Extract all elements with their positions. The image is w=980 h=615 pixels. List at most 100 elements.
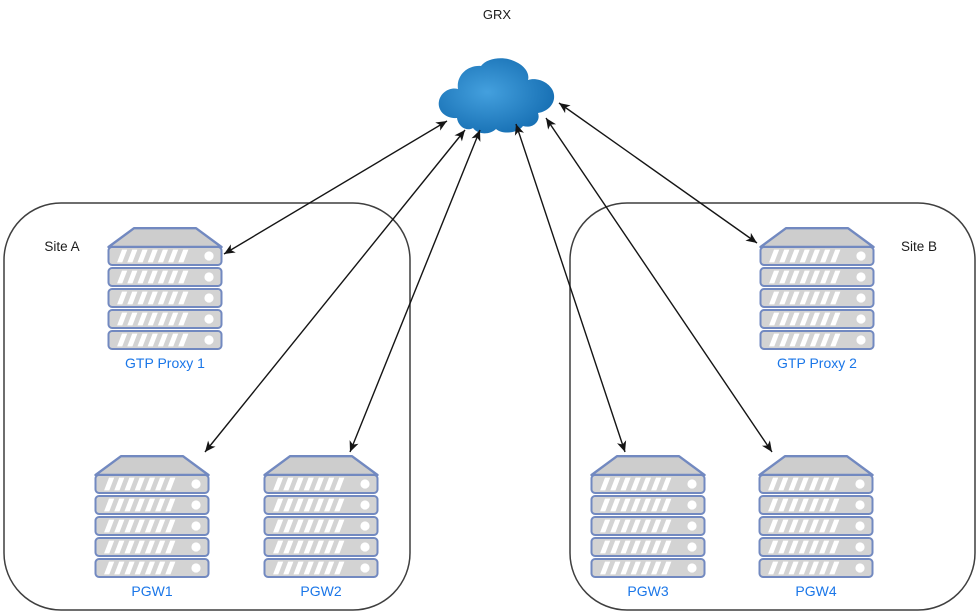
grx-cloud-icon [438,58,555,134]
server-vents [769,333,841,347]
site-b-label: Site B [901,239,937,254]
server-top [759,227,875,249]
server-slat [758,474,874,494]
server-slat [759,288,875,308]
server-label-pgw1: PGW1 [131,583,172,599]
edge-grx-gtp-proxy-2 [558,102,758,244]
server-vents [768,561,840,575]
server-led [855,563,865,573]
server-led [360,563,370,573]
server-slat [590,537,706,557]
server-vents [600,519,672,533]
server-slat [590,495,706,515]
server-led [191,521,201,531]
edge-grx-pgw1 [204,129,466,453]
server-slat [759,267,875,287]
server-led [687,479,697,489]
server-label-gtp-proxy-1: GTP Proxy 1 [125,355,205,371]
server-vents [273,561,345,575]
server-vents [104,561,176,575]
server-slat [590,558,706,578]
server-led [856,293,866,303]
server-top [107,227,223,249]
server-led [687,542,697,552]
server-slat [263,537,379,557]
server-slat [263,474,379,494]
edge-grx-pgw4 [545,117,773,453]
server-vents [117,270,189,284]
server-vents [768,540,840,554]
server-led [204,272,214,282]
server-icon-pgw3 [590,455,706,578]
server-vents [104,498,176,512]
server-label-pgw4: PGW4 [795,583,836,599]
server-vents [768,477,840,491]
server-slat [263,516,379,536]
server-slat [94,516,210,536]
server-slat [759,309,875,329]
edge-grx-gtp-proxy-1 [223,120,448,255]
edge-grx-pgw2 [349,129,481,453]
server-led [191,563,201,573]
server-label-gtp-proxy-2: GTP Proxy 2 [777,355,857,371]
server-label-pgw3: PGW3 [627,583,668,599]
server-slat [107,267,223,287]
server-top [758,455,874,477]
server-slat [107,288,223,308]
server-led [204,293,214,303]
server-icon-pgw1 [94,455,210,578]
server-vents [104,540,176,554]
server-vents [769,270,841,284]
server-slat [590,474,706,494]
server-slat [758,537,874,557]
server-top [94,455,210,477]
server-slat [94,495,210,515]
server-led [687,563,697,573]
server-slat [759,246,875,266]
server-led [856,314,866,324]
server-vents [104,519,176,533]
server-vents [117,333,189,347]
server-vents [117,312,189,326]
server-led [191,542,201,552]
server-icon-pgw4 [758,455,874,578]
server-slat [759,330,875,350]
server-vents [273,540,345,554]
server-slat [107,246,223,266]
server-led [856,272,866,282]
server-slat [758,495,874,515]
server-vents [600,477,672,491]
server-led [360,521,370,531]
server-vents [273,498,345,512]
edges-layer [204,102,773,453]
server-vents [768,519,840,533]
server-vents [600,561,672,575]
server-icon-gtp-proxy-2 [759,227,875,350]
server-led [855,542,865,552]
server-led [855,521,865,531]
server-slat [263,495,379,515]
server-icon-pgw2 [263,455,379,578]
server-led [856,251,866,261]
server-top [263,455,379,477]
server-vents [104,477,176,491]
server-top [590,455,706,477]
server-vents [600,540,672,554]
server-slat [107,330,223,350]
server-led [204,335,214,345]
server-led [360,479,370,489]
server-slat [758,516,874,536]
server-icon-gtp-proxy-1 [107,227,223,350]
site-a-label: Site A [44,239,79,254]
server-led [856,335,866,345]
server-slat [758,558,874,578]
server-slat [94,558,210,578]
server-led [204,251,214,261]
server-led [855,500,865,510]
server-slat [94,537,210,557]
grx-label: GRX [483,7,512,22]
server-vents [117,249,189,263]
